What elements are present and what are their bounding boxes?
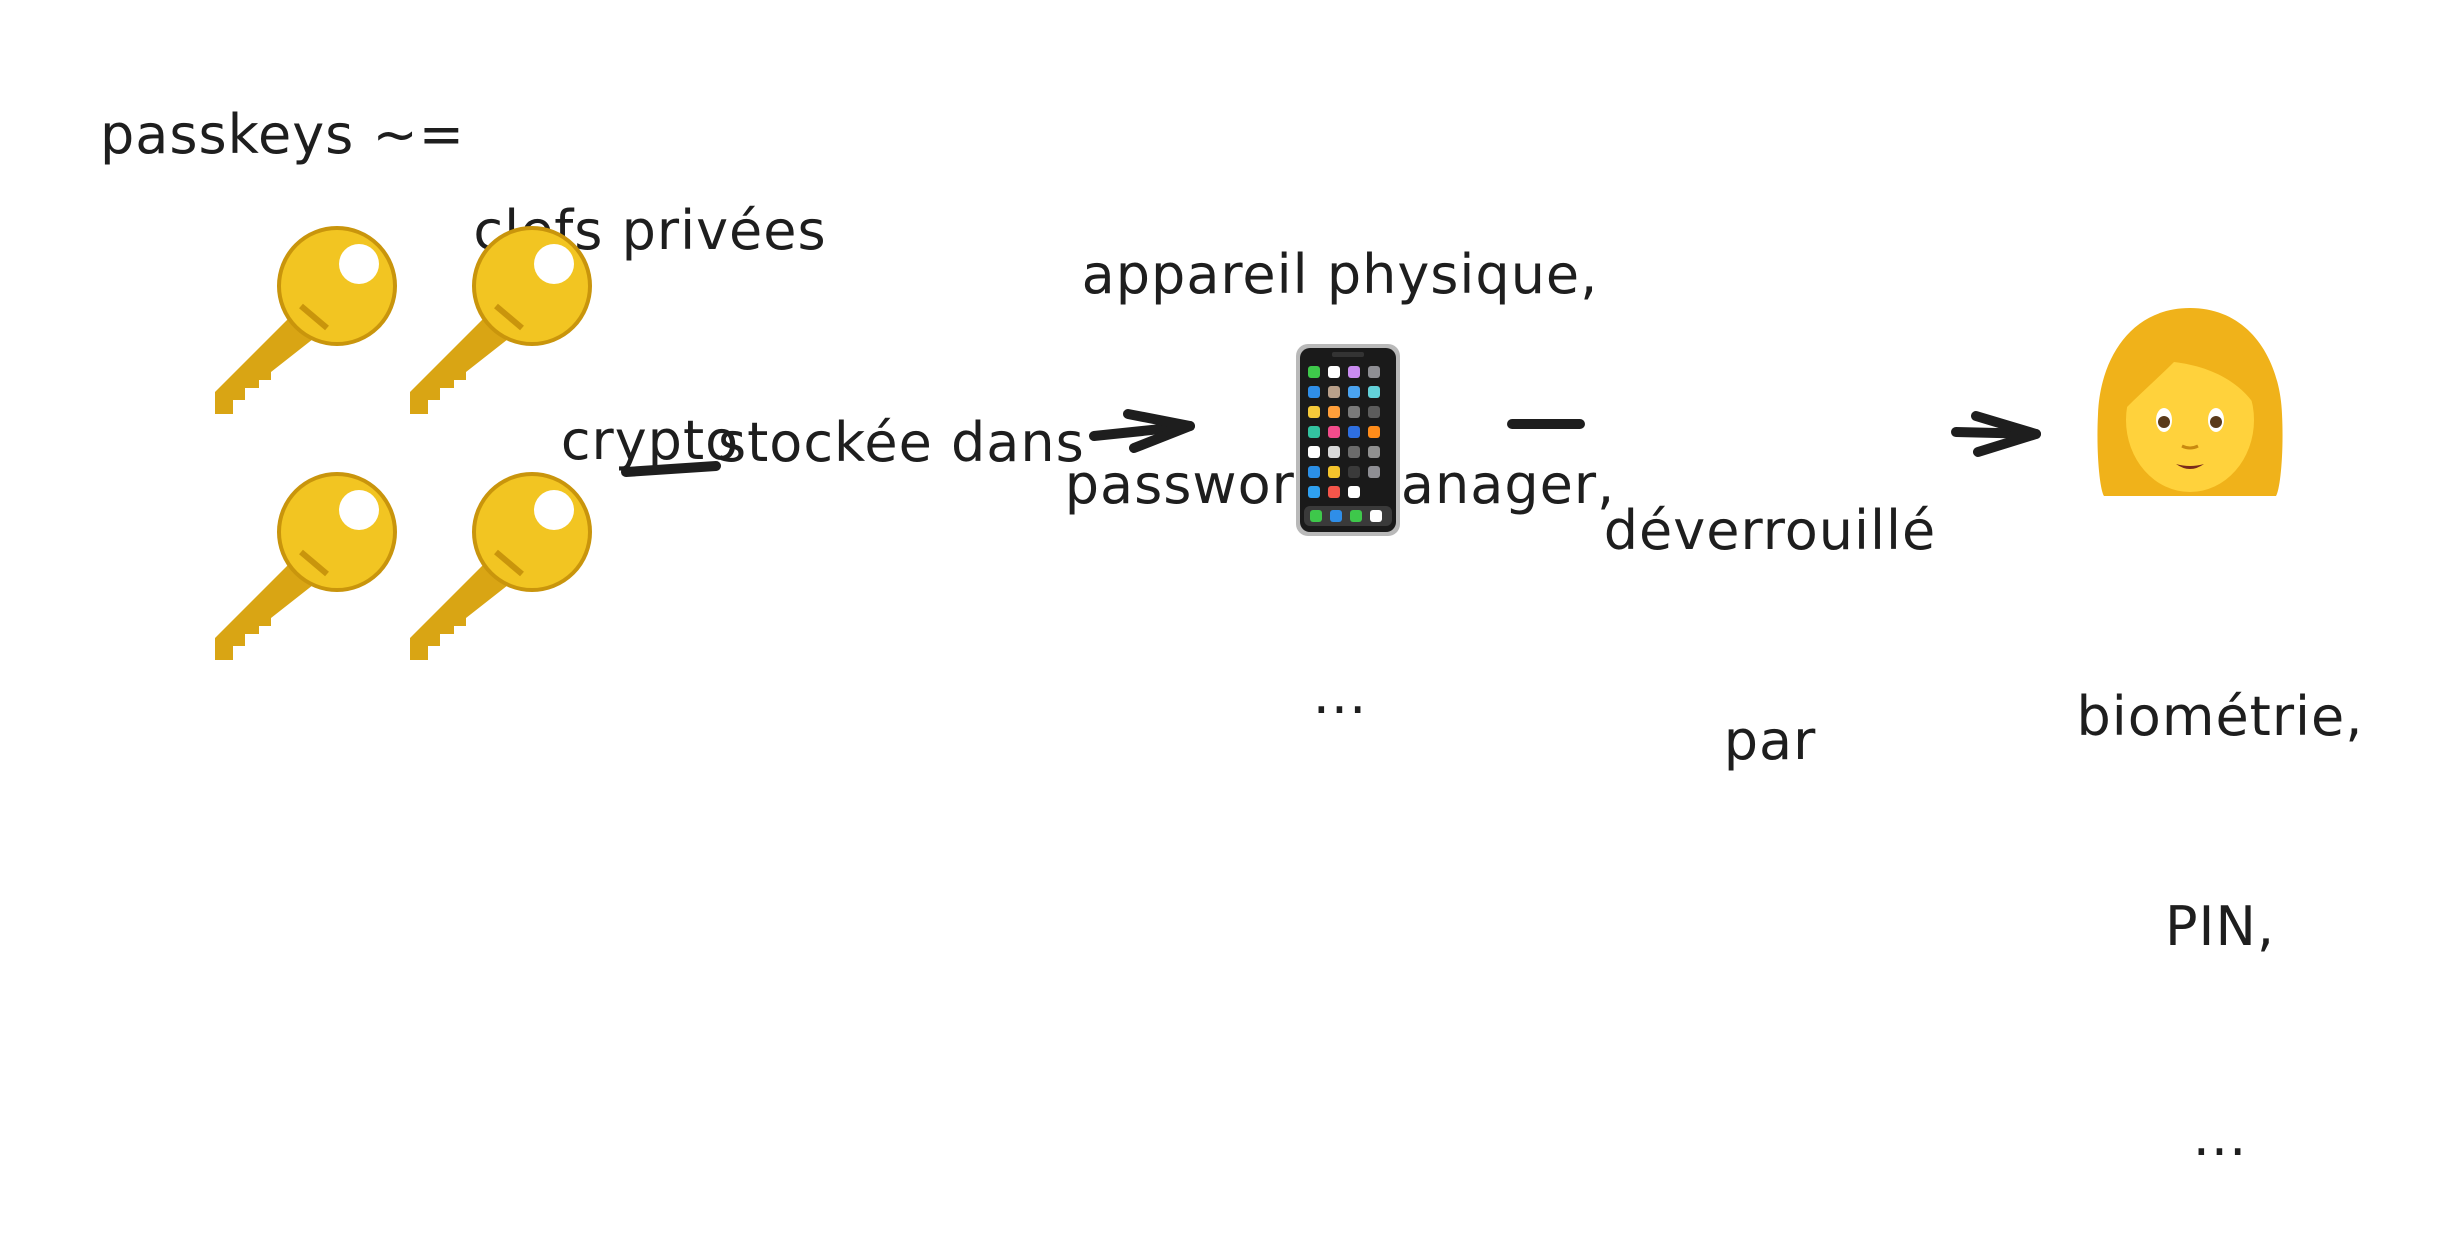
- key-shape: [410, 226, 592, 414]
- key-shape: [410, 472, 592, 660]
- edge-label-unlocked: déverrouillé par: [1560, 356, 1980, 846]
- arrow-unlocked-head: [1971, 411, 2041, 457]
- user-label-line3: ...: [2192, 1105, 2248, 1168]
- key-shape: [215, 226, 397, 414]
- mobile-phone-icon: [1296, 344, 1400, 536]
- device-label-line3: ...: [1312, 663, 1368, 726]
- key-icon: [215, 472, 397, 660]
- passkeys-label: passkeys ~=: [100, 103, 465, 166]
- arrow-stored: [621, 409, 2041, 477]
- arrow-stored-tail: [621, 461, 721, 477]
- key-icon: [215, 226, 397, 414]
- key-icon: [410, 226, 592, 414]
- key-shape: [215, 472, 397, 660]
- user-label-line2: PIN,: [2164, 895, 2276, 958]
- app-grid: [1308, 366, 1380, 498]
- user-label-line1: biométrie,: [2076, 685, 2364, 748]
- key-icon: [410, 472, 592, 660]
- edge-label-stored: stockée dans: [718, 411, 1085, 474]
- device-label-line1: appareil physique,: [1081, 243, 1599, 306]
- woman-icon: [2097, 308, 2283, 496]
- arrow-stored-head: [1123, 409, 1195, 453]
- edge-label-unlocked-line2: par: [1723, 709, 1817, 772]
- edge-label-unlocked-line1: déverrouillé: [1603, 499, 1937, 562]
